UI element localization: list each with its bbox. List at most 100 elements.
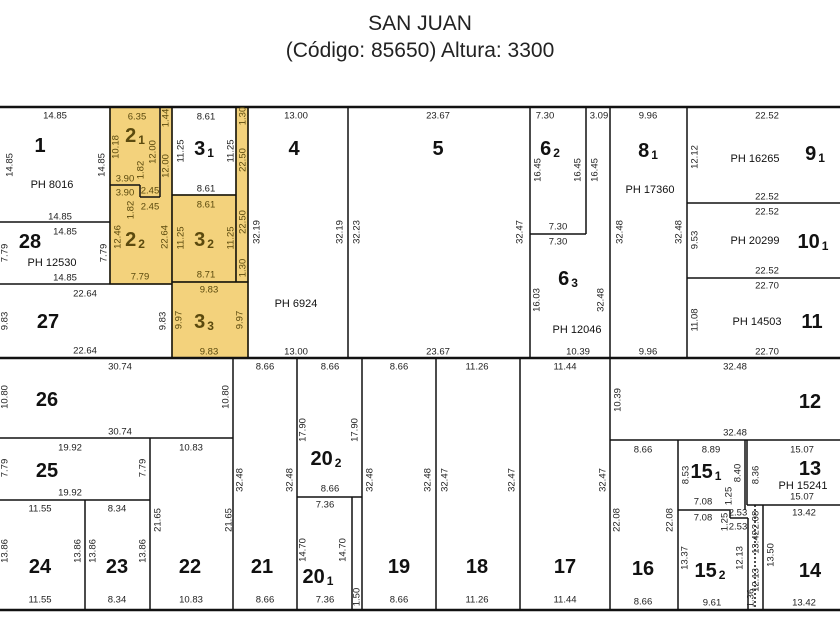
boundary-measurement: 32.48 [674,220,685,244]
property-horizontal-label: PH 8016 [31,179,74,191]
parcel-number: 11 [801,311,822,333]
boundary-measurement: 12.12 [690,145,701,169]
parcel-number: 23 [106,556,128,578]
boundary-measurement: 22.70 [755,347,779,358]
strip-3-highlight [235,106,249,283]
boundary-measurement: 8.53 [681,466,692,485]
boundary-measurement: 32.48 [235,468,246,492]
boundary-measurement: 32.23 [352,220,363,244]
boundary-measurement: 14.85 [97,153,108,177]
boundary-measurement: 2.53 [729,508,748,519]
boundary-measurement: 9.83 [200,347,219,358]
property-horizontal-label: PH 15241 [779,480,828,492]
boundary-measurement: 22.64 [73,346,97,357]
boundary-measurement: 11.25 [226,139,237,162]
boundary-measurement: 16.45 [533,158,544,182]
boundary-measurement: 11.26 [465,595,488,606]
boundary-measurement: 22.50 [238,148,249,172]
boundary-measurement: 7.36 [316,595,335,606]
boundary-measurement: 13.00 [284,111,308,122]
boundary-measurement: 7.30 [549,237,568,248]
boundary-measurement: 8.66 [390,595,409,606]
boundary-measurement: 32.47 [507,468,518,492]
boundary-measurement: 14.85 [48,212,72,223]
boundary-measurement: 8.66 [321,362,340,373]
boundary-measurement: 14.85 [53,227,77,238]
boundary-measurement: 17.90 [298,418,309,442]
boundary-measurement: 13.42 [792,508,816,519]
boundary-measurement: 8.34 [108,504,127,515]
boundary-measurement: 22.50 [238,210,249,234]
boundary-measurement: 8.89 [702,445,721,456]
boundary-measurement: 32.19 [252,220,263,244]
boundary-measurement: 8.66 [634,445,653,456]
boundary-measurement: 2.45 [141,186,160,197]
parcel-number: 13 [799,458,821,480]
parcel-number: 22 [179,556,201,578]
boundary-measurement: 3.90 [116,188,135,199]
boundary-measurement: 9.96 [639,111,658,122]
property-horizontal-label: PH 14503 [733,316,782,328]
boundary-measurement: 23.67 [426,111,450,122]
boundary-measurement: 22.52 [755,111,779,122]
boundary-measurement: 30.74 [108,427,132,438]
boundary-measurement: 1.50 [352,588,363,607]
boundary-measurement: 16.45 [573,158,584,182]
parcel-number: 5 [432,138,443,160]
boundary-measurement: 10.83 [179,595,203,606]
boundary-measurement: 19.92 [58,443,82,454]
boundary-measurement: 6.35 [128,112,147,123]
boundary-measurement: 9.83 [158,312,169,331]
boundary-measurement: 8.66 [256,362,275,373]
boundary-measurement: 7.79 [138,459,149,478]
boundary-measurement: 22.64 [160,225,171,249]
boundary-measurement: 13.00 [284,347,308,358]
street-name: SAN JUAN [368,12,472,35]
boundary-measurement: 32.47 [515,220,526,244]
boundary-measurement: 3.90 [116,174,135,185]
boundary-measurement: 11.25 [176,226,187,249]
boundary-measurement: 9.97 [174,311,185,330]
boundary-measurement: 22.70 [755,281,779,292]
boundary-measurement: 8.61 [197,200,216,211]
boundary-measurement: 10.83 [179,443,203,454]
boundary-measurement: 1.30 [238,259,249,278]
boundary-measurement: 2.45 [141,202,160,213]
parcel-number: 24 [29,556,52,578]
boundary-measurement: 9.96 [639,347,658,358]
parcel-number: 12 [799,391,821,413]
boundary-measurement: 8.66 [390,362,409,373]
boundary-measurement: 21.65 [153,508,164,532]
boundary-measurement: 11.55 [28,504,51,515]
boundary-measurement: 13.86 [88,539,99,563]
parcel-number: 16 [632,558,654,580]
boundary-measurement: 13.37 [680,546,691,570]
parcel-number: 4 [288,138,300,160]
boundary-measurement: 32.48 [596,288,607,312]
parcel-number: 18 [466,556,488,578]
boundary-measurement: 10.39 [566,347,590,358]
boundary-measurement: 23.67 [426,347,450,358]
boundary-measurement: 8.34 [108,595,127,606]
boundary-measurement: 8.61 [197,112,216,123]
boundary-measurement: 1.82 [136,161,147,180]
boundary-measurement: 7.79 [131,272,150,283]
boundary-measurement: 14.85 [43,111,67,122]
boundary-measurement: 12.00 [148,140,159,164]
boundary-measurement: 22.64 [73,289,97,300]
boundary-measurement: 13.42 [751,530,762,554]
boundary-measurement: 19.92 [58,488,82,499]
boundary-measurement: 14.85 [53,273,77,284]
parcel-number: 25 [36,460,58,482]
boundary-measurement: 13.50 [766,543,777,567]
boundary-measurement: 13.86 [73,539,84,563]
